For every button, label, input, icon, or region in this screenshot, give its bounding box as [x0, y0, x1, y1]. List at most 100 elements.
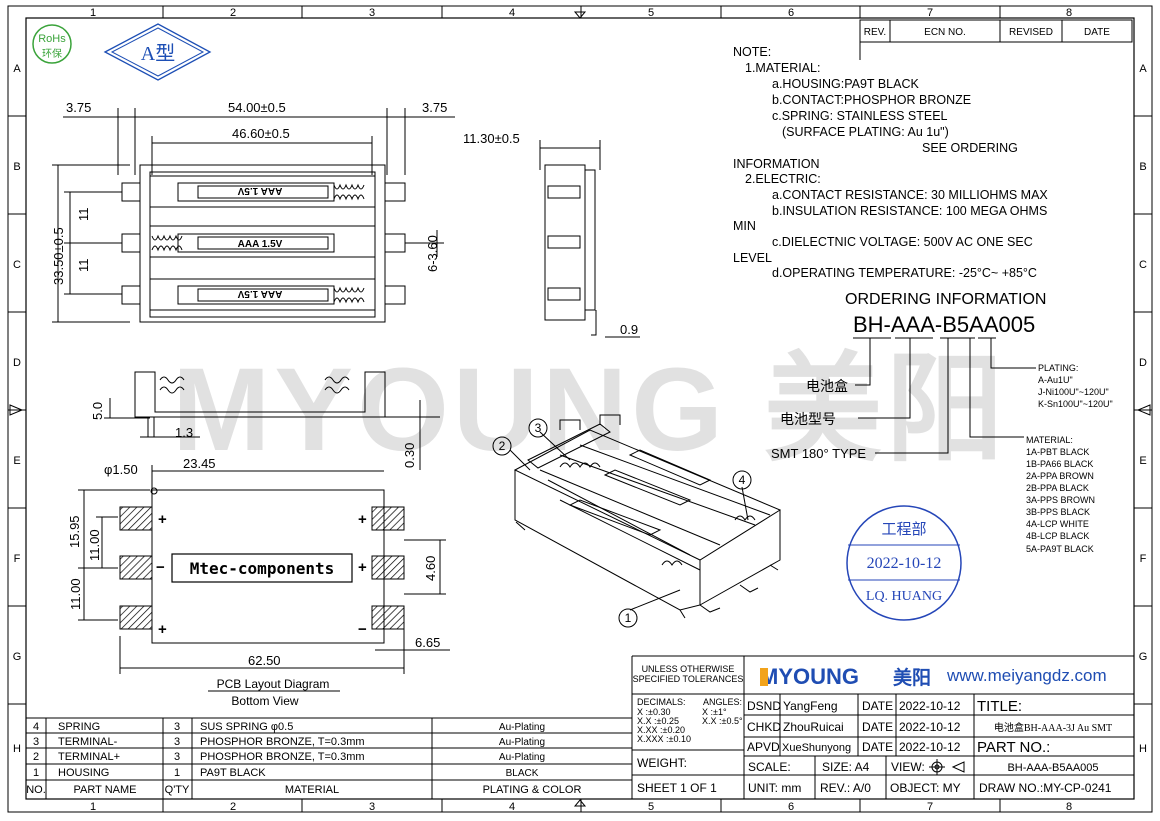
pcb-title: PCB Layout Diagram: [217, 677, 330, 691]
rev-header: REV.: [864, 27, 886, 38]
dsnd-name: YangFeng: [783, 699, 838, 713]
brand-logo: MYOUNG: [760, 664, 859, 689]
material-opt-5a: 5A-PA9T BLACK: [1026, 544, 1094, 554]
note-contact-res: a.CONTACT RESISTANCE: 30 MILLIOHMS MAX: [772, 188, 1048, 202]
note-title: NOTE:: [733, 45, 771, 59]
ordering-code: BH-AAA-B5AA005: [853, 312, 1035, 337]
svg-text:+: +: [358, 559, 367, 576]
dim-6-3-6: 6-3.60: [425, 235, 440, 272]
note-material: 1.MATERIAL:: [745, 61, 820, 75]
grid-row-b-right: B: [1139, 161, 1146, 173]
dsnd-label: DSND: [747, 699, 781, 713]
object-label: OBJECT: MY: [890, 781, 961, 795]
dim-33-5: 33.50±0.5: [51, 227, 66, 285]
title-label: TITLE:: [977, 698, 1022, 715]
grid-col-6: 6: [788, 7, 794, 19]
dim-11-3: 11.30±0.5: [463, 131, 520, 146]
unit-label: UNIT: mm: [748, 781, 801, 795]
svg-text:BLACK: BLACK: [506, 768, 539, 779]
note-see: SEE ORDERING: [922, 141, 1018, 155]
front-view: [104, 371, 440, 470]
grid-row-g: G: [13, 651, 22, 663]
dim-11-b: 11: [76, 259, 91, 273]
title-value: 电池盒BH-AAA-3J Au SMT: [994, 721, 1112, 734]
tol-head-2: SPECIFIED TOLERANCES: [633, 674, 744, 684]
bom-table: [26, 656, 633, 799]
grid-row-c-right: C: [1139, 259, 1147, 271]
plating-opt-a: A-Au1U": [1038, 375, 1073, 385]
material-opt-1b: 1B-PA66 BLACK: [1026, 459, 1093, 469]
date-label-3: DATE: [862, 740, 893, 754]
grid-col-2: 2: [230, 7, 236, 19]
svg-text:1: 1: [174, 767, 180, 779]
date-val-3: 2022-10-12: [899, 740, 961, 754]
chkd-name: ZhouRuicai: [783, 720, 844, 734]
rohs-badge: RoHs 环保: [32, 24, 72, 64]
tol-head-1: UNLESS OTHERWISE: [642, 664, 735, 674]
apvd-label: APVD: [747, 740, 780, 754]
bom-row: 3 TERMINAL- 3 PHOSPHOR BRONZE, T=0.3mm A…: [33, 736, 545, 748]
tol-xxxx: X.XXX :±0.10: [637, 734, 691, 744]
date-val-1: 2022-10-12: [899, 699, 961, 713]
grid-col-3: 3: [369, 7, 375, 19]
material-opt-3b: 3B-PPS BLACK: [1026, 507, 1090, 517]
grid-row-d: D: [13, 357, 21, 369]
svg-text:Q'TY: Q'TY: [165, 784, 190, 796]
callout-1: 1: [625, 611, 632, 625]
dim-3-75-left: 3.75: [66, 100, 91, 115]
dim-0-9: 0.9: [620, 322, 638, 337]
grid-row-e: E: [13, 455, 20, 467]
dim-4-60: 4.60: [423, 556, 438, 581]
svg-text:3: 3: [174, 721, 180, 733]
dim-54: 54.00±0.5: [228, 100, 286, 115]
grid-column-labels: 1 2 3 4 5 6 7 8 1 2 3 4 5 6 7 8: [90, 7, 1072, 813]
bom-row: 2 TERMINAL+ 3 PHOSPHOR BRONZE, T=0.3mm A…: [33, 751, 545, 763]
svg-text:MATERIAL: MATERIAL: [285, 784, 339, 796]
size-label: SIZE: A4: [822, 760, 870, 774]
dim-11-a: 11: [76, 208, 91, 222]
note-electric: 2.ELECTRIC:: [745, 172, 821, 186]
note-spring: c.SPRING: STAINLESS STEEL: [772, 109, 948, 123]
ordering-info: ORDERING INFORMATION BH-AAA-B5AA005 电池盒 …: [771, 291, 1113, 554]
grid-row-a: A: [13, 63, 21, 75]
grid-row-f-right: F: [1140, 553, 1147, 565]
svg-text:SUS SPRING φ0.5: SUS SPRING φ0.5: [200, 721, 293, 733]
ang-xx: X.X :±0.5°: [702, 716, 743, 726]
date-val-2: 2022-10-12: [899, 720, 961, 734]
svg-text:PHOSPHOR BRONZE, T=0.3mm: PHOSPHOR BRONZE, T=0.3mm: [200, 751, 365, 763]
svg-text:TERMINAL-: TERMINAL-: [58, 736, 118, 748]
type-text: A型: [141, 42, 175, 65]
svg-text:PHOSPHOR BRONZE, T=0.3mm: PHOSPHOR BRONZE, T=0.3mm: [200, 736, 365, 748]
grid-row-h-right: H: [1139, 743, 1147, 755]
battery-label-3: AAA 1.5V: [237, 288, 282, 299]
top-view: [52, 108, 455, 323]
dim-46-6: 46.60±0.5: [232, 126, 290, 141]
grid-row-d-right: D: [1139, 357, 1147, 369]
callout-2: 2: [499, 439, 506, 453]
pcb-layout: [78, 465, 450, 674]
material-opt-2a: 2A-PPA BROWN: [1026, 471, 1094, 481]
outer-border: [7, 5, 1153, 813]
rev-label: REV.: A/0: [820, 781, 871, 795]
grid-col-4: 4: [509, 7, 515, 19]
dim-0-30: 0.30: [402, 443, 417, 468]
ecn-header: ECN NO.: [924, 27, 966, 38]
engineering-stamp: 工程部 2022-10-12 LQ. HUANG: [846, 505, 962, 621]
tol-xxx: X.XX :±0.20: [637, 725, 685, 735]
weight-label: WEIGHT:: [637, 756, 687, 770]
svg-text:3: 3: [33, 736, 39, 748]
grid-row-e-right: E: [1139, 455, 1146, 467]
brand: MYOUNG 美阳 www.meiyangdz.com: [760, 664, 1107, 689]
svg-text:−: −: [358, 621, 367, 638]
ordering-title: ORDERING INFORMATION: [845, 291, 1046, 308]
material-opt-4b: 4B-LCP BLACK: [1026, 531, 1089, 541]
svg-text:Au-Plating: Au-Plating: [499, 752, 545, 763]
tol-angles: ANGLES:: [703, 697, 742, 707]
grid-row-g-right: G: [1139, 651, 1148, 663]
callout-3: 3: [535, 421, 542, 435]
svg-text:3: 3: [174, 751, 180, 763]
ordering-box: 电池盒: [806, 378, 848, 394]
plating-opt-k: K-Sn100U"~120U": [1038, 399, 1113, 409]
partno-label: PART NO.:: [977, 739, 1050, 756]
grid-col-6-bottom: 6: [788, 801, 794, 813]
